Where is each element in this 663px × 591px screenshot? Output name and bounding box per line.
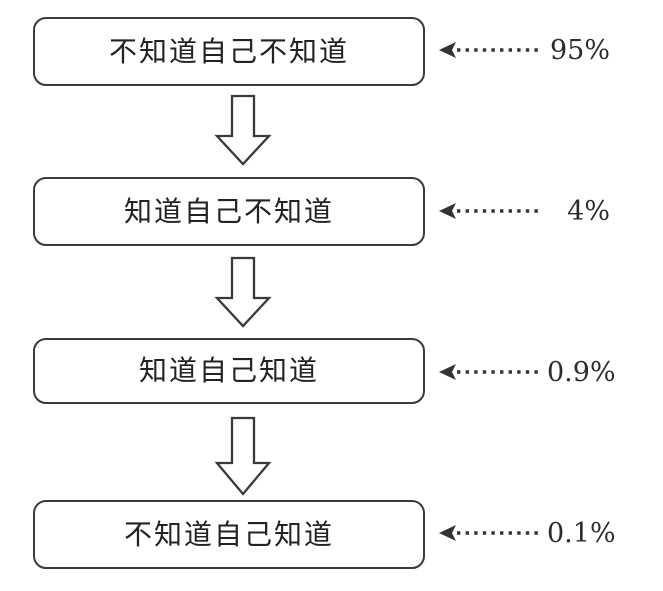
stage-percent-callout-3: 0.9% [437,357,627,387]
stage-percent-value-1: 95% [549,34,610,66]
dotted-left-arrow-icon [437,522,547,544]
stage-percent-callout-2: 4% [437,196,627,226]
flow-stage-label-4: 不知道自己知道 [123,517,334,551]
dotted-left-arrow-icon [437,39,547,61]
dotted-left-arrow-icon [437,200,547,222]
flow-stage-label-3: 知道自己知道 [138,354,319,387]
block-down-arrow-icon [214,94,272,166]
dotted-left-arrow-icon [437,361,547,383]
block-down-arrow-icon [214,256,272,328]
flow-stage-label-2: 知道自己不知道 [123,194,334,228]
flow-stage-label-1: 不知道自己不知道 [108,34,349,68]
stage-percent-value-3: 0.9% [547,356,616,388]
flow-stage-box-2: 知道自己不知道 [33,177,425,246]
block-down-arrow-icon [214,416,272,496]
flow-stage-box-4: 不知道自己知道 [33,500,425,569]
stage-percent-value-4: 0.1% [547,517,616,549]
flow-stage-box-3: 知道自己知道 [33,338,425,404]
stage-percent-callout-1: 95% [437,35,627,65]
flow-stage-box-1: 不知道自己不知道 [33,17,425,86]
stage-percent-value-2: 4% [567,195,610,227]
stage-percent-callout-4: 0.1% [437,518,627,548]
